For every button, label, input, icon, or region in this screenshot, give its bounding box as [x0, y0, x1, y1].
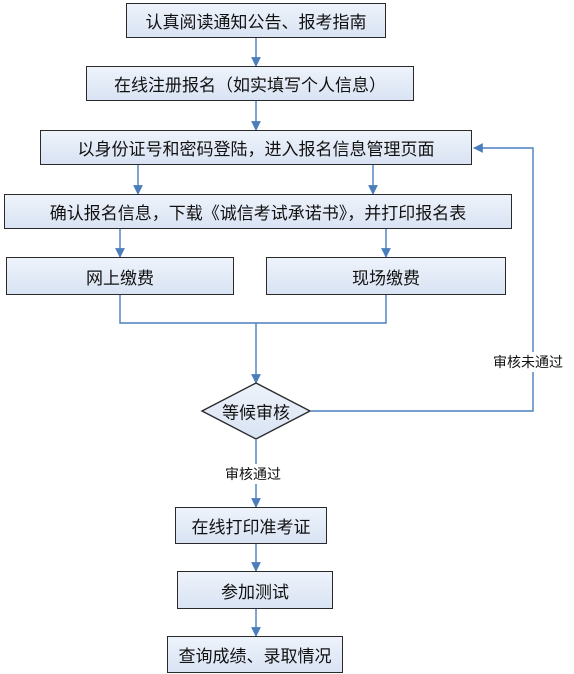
fail-loop-line: [310, 143, 534, 412]
step-take-test-label: 参加测试: [221, 582, 289, 603]
merge-line: [119, 295, 387, 324]
step-pay-onsite-label: 现场缴费: [352, 268, 420, 289]
step-read-notice: 认真阅读通知公告、报考指南: [126, 3, 386, 38]
decision-label: 等候审核: [222, 403, 290, 424]
step-confirm-info: 确认报名信息，下载《诚信考试承诺书》，并打印报名表: [4, 194, 512, 229]
step-register-online: 在线注册报名（如实填写个人信息）: [86, 66, 414, 101]
step-login: 以身份证号和密码登陆，进入报名信息管理页面: [40, 130, 472, 165]
edge-label-fail: 审核未通过: [492, 352, 564, 372]
step-confirm-info-label: 确认报名信息，下载《诚信考试承诺书》，并打印报名表: [49, 204, 467, 224]
step-pay-online-label: 网上缴费: [86, 268, 154, 289]
step-pay-onsite: 现场缴费: [266, 257, 506, 295]
step-take-test: 参加测试: [177, 571, 333, 609]
step-read-notice-label: 认真阅读通知公告、报考指南: [145, 13, 367, 33]
step-print-ticket: 在线打印准考证: [175, 507, 327, 544]
edge-label-pass: 审核通过: [224, 464, 282, 484]
step-login-label: 以身份证号和密码登陆，进入报名信息管理页面: [77, 140, 435, 160]
step-print-ticket-label: 在线打印准考证: [191, 518, 311, 538]
step-check-result-label: 查询成绩、录取情况: [178, 647, 332, 667]
step-register-online-label: 在线注册报名（如实填写个人信息）: [114, 76, 386, 96]
step-pay-online: 网上缴费: [6, 257, 234, 295]
step-check-result: 查询成绩、录取情况: [167, 636, 343, 673]
